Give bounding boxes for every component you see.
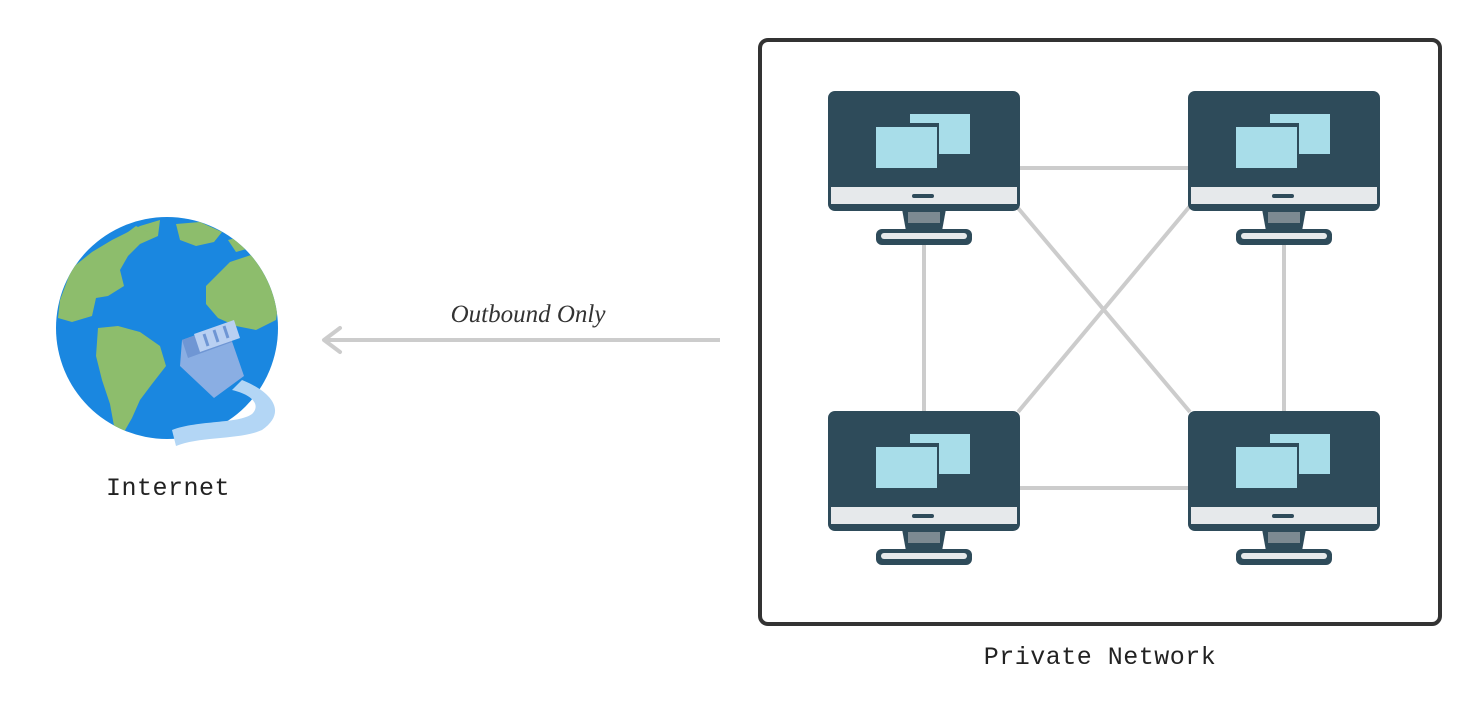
ethernet-plug-icon <box>180 320 244 398</box>
network-links <box>922 166 1286 490</box>
globe-continents <box>58 220 278 432</box>
ethernet-cable <box>172 380 276 446</box>
private-network-label: Private Network <box>984 643 1217 672</box>
internet-label: Internet <box>106 474 230 503</box>
internet-globe-icon <box>56 217 278 446</box>
outbound-only-label: Outbound Only <box>451 301 607 328</box>
outbound-arrow <box>322 326 720 354</box>
link-diagonal-up <box>1016 204 1192 414</box>
